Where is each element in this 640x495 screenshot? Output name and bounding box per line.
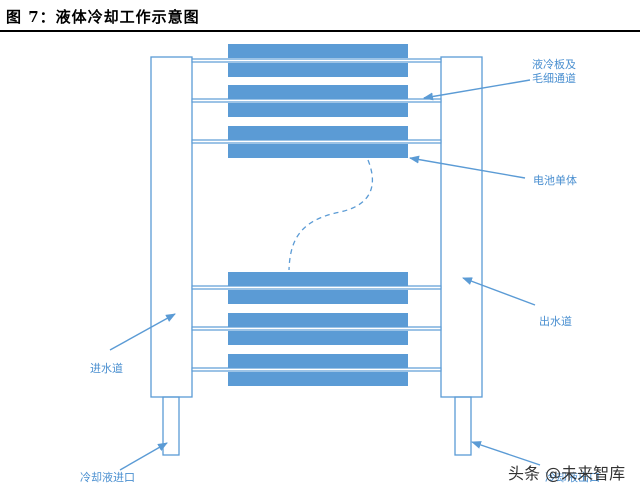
inlet-pipe — [162, 396, 180, 456]
cooling-plate — [191, 367, 442, 372]
watermark: 头条 @未来智库 — [508, 464, 626, 483]
battery-cell — [228, 354, 408, 368]
label-coolant-outlet: 冷却液出口 — [545, 470, 600, 484]
battery-cell — [228, 313, 408, 327]
label-cell: 电池单体 — [533, 173, 577, 187]
cooling-plate — [191, 285, 442, 290]
cooling-plate — [191, 139, 442, 144]
title-rule — [0, 30, 640, 32]
outlet-pipe — [454, 396, 472, 456]
battery-cell — [228, 272, 408, 286]
label-coolant-inlet: 冷却液进口 — [80, 470, 135, 484]
cooling-plate — [191, 98, 442, 103]
battery-cell — [228, 126, 408, 140]
arrow-cell — [409, 155, 526, 179]
battery-cell — [228, 331, 408, 345]
label-plate-line1: 液冷板及 — [532, 57, 576, 71]
cooling-plates — [191, 58, 442, 372]
inlet-channel — [150, 56, 193, 398]
battery-cell — [228, 63, 408, 77]
arrow-outlet-channel — [462, 277, 536, 306]
battery-cell — [228, 290, 408, 304]
label-outlet-channel: 出水道 — [539, 314, 572, 328]
battery-cells — [228, 44, 408, 386]
outlet-channel — [440, 56, 483, 398]
arrow-coolant-inlet — [119, 442, 168, 471]
label-inlet-channel: 进水道 — [90, 361, 123, 375]
battery-cell — [228, 144, 408, 158]
battery-cell — [228, 85, 408, 99]
cooling-plate — [191, 326, 442, 331]
arrow-coolant-outlet — [471, 441, 541, 466]
battery-cell — [228, 103, 408, 117]
cooling-plate — [191, 58, 442, 63]
page-title: 图 7：液体冷却工作示意图 — [6, 8, 200, 26]
label-plate-line2: 毛细通道 — [532, 71, 576, 85]
arrow-plate — [423, 79, 531, 101]
battery-cell — [228, 372, 408, 386]
battery-cell — [228, 44, 408, 58]
arrow-inlet-channel — [109, 313, 176, 351]
continuation-dashed-line — [288, 159, 373, 271]
